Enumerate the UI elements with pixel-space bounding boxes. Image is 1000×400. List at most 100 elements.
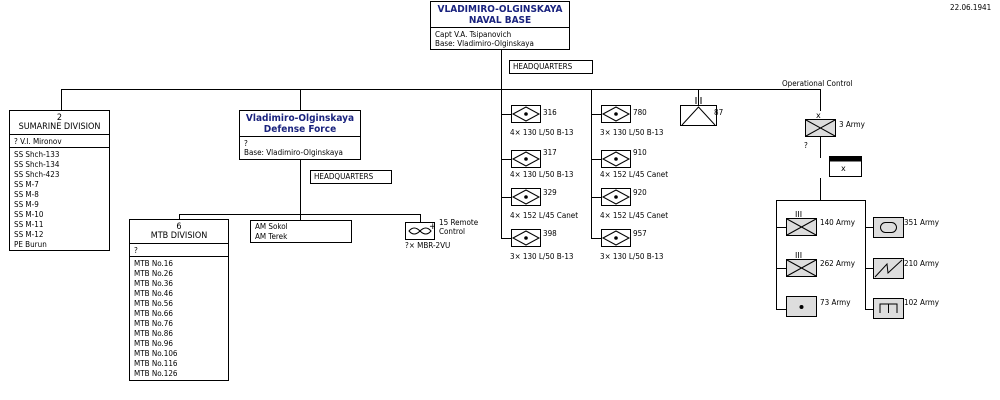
- naval-base-commander: Capt V.A. Tsipanovich: [435, 30, 512, 39]
- submarine-list: SS Shch-133 SS Shch-134 SS Shch-423 SS M…: [14, 150, 59, 250]
- connector: [179, 214, 420, 215]
- coastal-battery-icon: [511, 229, 541, 247]
- defense-force-location: Base: Vladimiro-Olginskaya: [244, 148, 343, 157]
- svg-text:x: x: [841, 164, 846, 173]
- list-item: SS M-10: [14, 210, 44, 219]
- divider: [130, 243, 228, 244]
- minesweeper-box: AM Sokol AM Terek: [250, 220, 352, 243]
- coastal-battery-icon: [511, 105, 541, 123]
- connector: [865, 200, 866, 310]
- svg-text:III: III: [795, 210, 802, 219]
- battery-armament: 4× 152 L/45 Canet: [510, 211, 579, 220]
- defense-force-commander: ?: [244, 139, 248, 148]
- connector: [61, 89, 62, 110]
- army-210-label: 210 Army: [904, 259, 940, 268]
- list-item: MTB No.106: [134, 349, 178, 358]
- aa-unit-icon: [680, 97, 717, 126]
- coastal-battery-icon: [511, 188, 541, 206]
- operational-control-label: Operational Control: [782, 79, 853, 88]
- battery-armament: 3× 130 L/50 B-13: [600, 128, 664, 137]
- army-3-commander: ?: [804, 141, 808, 150]
- divider: [10, 134, 109, 135]
- battery-number: 398: [543, 229, 557, 238]
- divider: [431, 27, 569, 28]
- battery-armament: 4× 130 L/50 B-13: [510, 128, 574, 137]
- list-item: SS M-12: [14, 230, 44, 239]
- army-140-label: 140 Army: [820, 218, 856, 227]
- battery-armament: 4× 152 L/45 Canet: [600, 211, 669, 220]
- connector: [501, 197, 511, 198]
- connector: [865, 268, 873, 269]
- aviation-unit-icon: +: [405, 222, 435, 240]
- divider: [10, 147, 109, 148]
- list-item: SS M-7: [14, 180, 39, 189]
- army-102-label: 102 Army: [904, 298, 940, 307]
- connector: [501, 238, 511, 239]
- coastal-battery-icon: [601, 229, 631, 247]
- list-item: MTB No.16: [134, 259, 173, 268]
- mtb-division-title: MTB DIVISION: [150, 231, 208, 241]
- submarine-division-commander: ? V.I. Mironov: [14, 137, 62, 146]
- battery-number: 910: [633, 148, 647, 157]
- defense-force-box: Vladimiro-Olginskaya Defense Force ? Bas…: [239, 110, 361, 160]
- list-item: SS Shch-134: [14, 160, 60, 169]
- connector: [501, 114, 511, 115]
- battery-number: 316: [543, 108, 557, 117]
- list-item: MTB No.96: [134, 339, 173, 348]
- list-item: MTB No.26: [134, 269, 173, 278]
- army-3-label: 3 Army: [839, 120, 865, 129]
- artillery-unit-icon: [786, 296, 817, 317]
- list-item: SS M-8: [14, 190, 39, 199]
- divider: [240, 136, 360, 137]
- infantry-corps-icon: III: [786, 210, 817, 236]
- battery-number: 957: [633, 229, 647, 238]
- defense-force-headquarters: HEADQUARTERS: [310, 170, 392, 184]
- mtb-division-number: 6: [176, 222, 182, 232]
- list-item: MTB No.76: [134, 319, 173, 328]
- connector: [776, 200, 777, 310]
- battery-armament: 4× 130 L/50 B-13: [510, 170, 574, 179]
- list-item: MTB No.56: [134, 299, 173, 308]
- list-item: MTB No.66: [134, 309, 173, 318]
- remote-control-label: 15 Remote: [439, 218, 479, 227]
- coastal-battery-icon: [601, 105, 631, 123]
- connector: [61, 89, 821, 90]
- list-item: SS Shch-133: [14, 150, 60, 159]
- connector: [591, 89, 592, 239]
- list-item: MTB No.126: [134, 369, 178, 378]
- mtb-division-commander: ?: [134, 246, 138, 255]
- mtb-list: MTB No.16 MTB No.26 MTB No.36 MTB No.46 …: [134, 259, 178, 379]
- submarine-division-title: SUMARINE DIVISION: [18, 122, 101, 132]
- battery-number: 317: [543, 148, 557, 157]
- connector: [591, 238, 601, 239]
- connector: [820, 178, 821, 201]
- coastal-battery-icon: [601, 188, 631, 206]
- defense-force-subtitle: Defense Force: [263, 124, 337, 135]
- remote-control-aircraft: ?× MBR-2VU: [405, 241, 451, 250]
- svg-text:III: III: [795, 251, 802, 260]
- naval-base-subtitle: NAVAL BASE: [468, 15, 532, 26]
- coastal-battery-icon: [601, 150, 631, 168]
- battery-armament: 4× 152 L/45 Canet: [600, 170, 669, 179]
- list-item: PE Burun: [14, 240, 47, 249]
- connector: [820, 137, 821, 158]
- unit-87-label: 87: [714, 108, 724, 117]
- divider: [130, 256, 228, 257]
- list-item: SS M-11: [14, 220, 44, 229]
- list-item: AM Sokol: [255, 222, 288, 231]
- connector: [591, 159, 601, 160]
- army-262-label: 262 Army: [820, 259, 856, 268]
- naval-base-box: VLADIMIRO-OLGINSKAYA NAVAL BASE Capt V.A…: [430, 1, 570, 50]
- armored-unit-icon: [873, 217, 904, 238]
- naval-base-title: VLADIMIRO-OLGINSKAYA: [437, 4, 563, 15]
- battery-number: 920: [633, 188, 647, 197]
- army-hq-icon: x: [805, 111, 836, 137]
- list-item: MTB No.46: [134, 289, 173, 298]
- defense-force-title: Vladimiro-Olginskaya: [245, 113, 355, 124]
- submarine-division-box: 2 SUMARINE DIVISION ? V.I. Mironov SS Sh…: [9, 110, 110, 251]
- connector: [865, 227, 873, 228]
- minesweeper-list: AM Sokol AM Terek: [255, 222, 288, 242]
- connector: [420, 214, 421, 222]
- connector: [501, 89, 502, 239]
- list-item: MTB No.36: [134, 279, 173, 288]
